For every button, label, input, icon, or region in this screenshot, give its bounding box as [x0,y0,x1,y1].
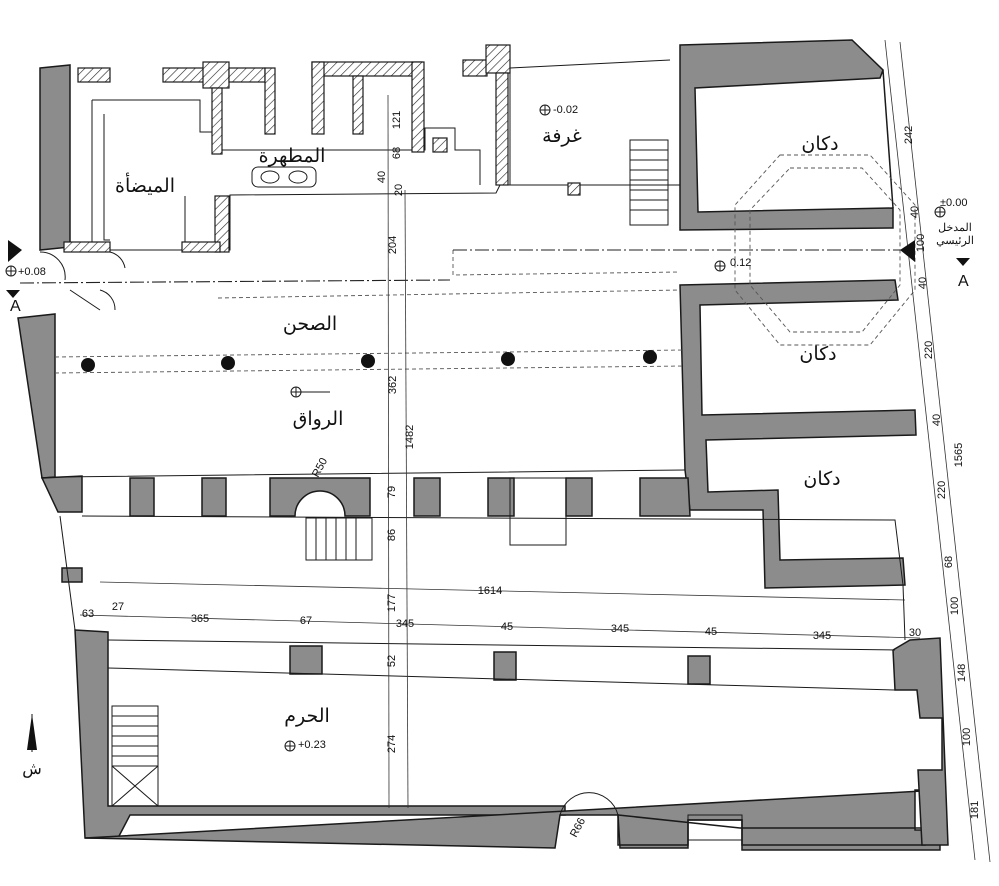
label-room: غرفة [542,125,582,147]
dim-v: 52 [386,655,398,667]
dim-v: 204 [387,236,399,254]
dim-v: 1482 [404,425,416,449]
hatched-partitions [63,44,581,253]
dim-h: 30 [909,627,921,639]
dim-h: 1614 [478,585,502,597]
section-label-left: A [10,298,21,315]
level-marker-icon [284,740,296,752]
label-arcade: الرواق [293,408,344,430]
dim-r: 100 [949,597,961,615]
dim-v: 362 [387,376,399,394]
dim-v: 274 [386,735,398,753]
dim-r: 40 [909,206,921,218]
label-main-entrance-line2: الرئيسي [936,235,974,247]
dim-h: 27 [112,601,124,613]
label-shop-1: دكان [801,133,838,155]
section-line: A A [6,240,970,315]
dims-central: 121 68 40 20 204 362 1482 79 86 177 52 2… [376,94,416,809]
level-marker-icon [5,265,17,277]
section-arrow-left-icon [8,240,22,262]
column [81,358,95,372]
dim-v: 68 [391,147,403,159]
label-main-entrance-line1: المدخل [938,222,972,234]
dim-r: 40 [931,414,943,426]
section-arrow-right-icon [900,240,915,262]
label-shop-2: دكان [799,343,836,365]
north-label: ش [22,761,42,778]
level-room: -0.02 [553,104,578,116]
dims-right: 242 40 100 40 220 40 1565 220 68 100 148… [903,126,981,819]
arcade-columns [81,350,657,372]
dim-r: 100 [961,728,973,746]
dim-v: 177 [386,594,398,612]
label-shop-3: دكان [803,468,840,490]
label-toilets: المطهرة [259,145,326,167]
radius-label-r50: R50 [310,456,330,479]
dim-h: 345 [396,618,414,630]
dim-h: 345 [813,630,831,642]
label-prayer-hall: الحرم [284,705,330,727]
dim-h: 45 [501,621,513,633]
dim-v: 86 [386,529,398,541]
dim-r: 148 [956,664,968,682]
dim-r: 1565 [953,443,965,467]
dim-r: 220 [923,341,935,359]
column [501,352,515,366]
column [361,354,375,368]
dim-v: 40 [376,171,388,183]
dim-r: 40 [917,277,929,289]
dim-h: 67 [300,615,312,627]
section-label-right: A [958,273,969,290]
dims-horizontal: 63 27 365 67 345 45 345 45 345 30 1614 [79,581,921,642]
radius-label-r66: R66 [568,816,588,839]
level-entrance-left: +0.08 [18,266,46,278]
level-court: 0.12 [730,257,751,269]
dim-r: 181 [969,801,981,819]
dim-h: 365 [191,613,209,625]
north-arrow-icon: ش [22,714,42,778]
dim-h: 45 [705,626,717,638]
dim-h: 63 [82,608,94,620]
column [221,356,235,370]
outlines [54,39,991,863]
dim-v: 79 [386,486,398,498]
level-markers: +0.08 -0.02 0.12 ±0.00 +0.23 [5,104,967,752]
level-marker-icon [290,386,330,398]
west-entrance-doors [39,251,126,311]
level-marker-icon [539,104,551,116]
room-labels: الميضأة المطهرة غرفة دكان دكان دكان الصح… [115,125,974,727]
dim-h: 345 [611,623,629,635]
level-entrance-main: ±0.00 [940,197,967,209]
level-marker-icon [714,260,726,272]
dim-r: 68 [943,556,955,568]
level-marker-icon [934,206,946,218]
label-courtyard: الصحن [283,313,337,335]
dim-r: 220 [936,481,948,499]
dim-v: 20 [393,184,405,196]
column [643,350,657,364]
level-haram: +0.23 [298,739,326,751]
dim-r: 100 [915,234,927,252]
label-ablution: الميضأة [115,172,175,197]
dim-r: 242 [903,126,915,144]
dim-v: 121 [391,111,403,129]
